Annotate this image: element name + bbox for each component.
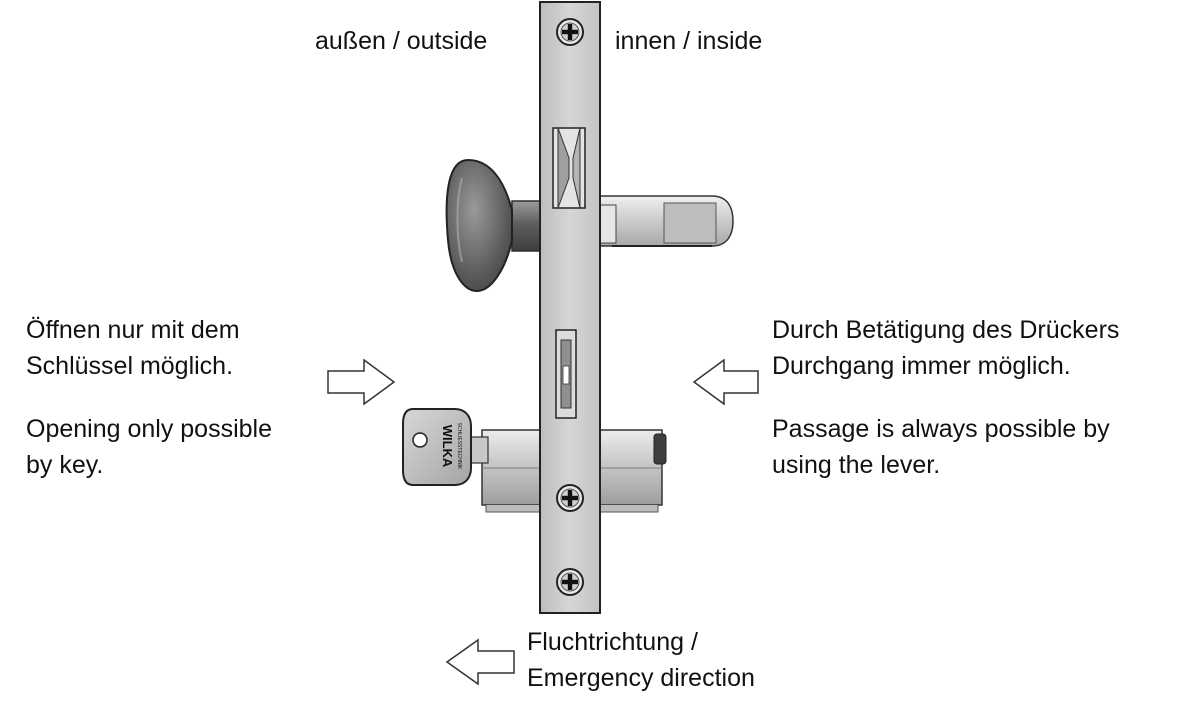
faceplate xyxy=(539,1,601,614)
note-line: Passage is always possible by xyxy=(772,415,1110,443)
key-brand-text: WILKA xyxy=(440,425,455,468)
arrow-right-icon xyxy=(327,358,396,406)
note-line: Durchgang immer möglich. xyxy=(772,352,1071,380)
note-line: Öffnen nur mit dem xyxy=(26,316,240,344)
inside-label: innen / inside xyxy=(615,27,763,55)
note-line: Opening only possible xyxy=(26,415,272,443)
note-key-only-de: Öffnen nur mit dem Schlüssel möglich. xyxy=(26,312,322,384)
escape-line-2: Emergency direction xyxy=(527,664,755,692)
escape-arrow-icon xyxy=(445,638,515,686)
knob xyxy=(445,158,546,293)
key: WILKA SCHLIESSTECHNIK xyxy=(402,408,489,486)
escape-direction-label: Fluchtrichtung / Emergency direction xyxy=(527,624,755,696)
note-line: using the lever. xyxy=(772,451,941,479)
screw-middle-icon xyxy=(556,484,584,512)
screw-top-icon xyxy=(556,18,584,46)
note-lever-passage-en: Passage is always possible by using the … xyxy=(772,411,1166,483)
escape-line-1: Fluchtrichtung / xyxy=(527,628,698,656)
note-lever-passage-de: Durch Betätigung des Drückers Durchgang … xyxy=(772,312,1166,384)
key-brand-subtitle: SCHLIESSTECHNIK xyxy=(456,423,462,470)
arrow-left-icon xyxy=(692,358,759,406)
outside-label: außen / outside xyxy=(315,27,488,55)
lever-handle xyxy=(597,195,734,247)
note-line: by key. xyxy=(26,451,104,479)
note-key-only-en: Opening only possible by key. xyxy=(26,411,322,483)
note-line: Durch Betätigung des Drückers xyxy=(772,316,1120,344)
note-line: Schlüssel möglich. xyxy=(26,352,234,380)
screw-bottom-icon xyxy=(556,568,584,596)
